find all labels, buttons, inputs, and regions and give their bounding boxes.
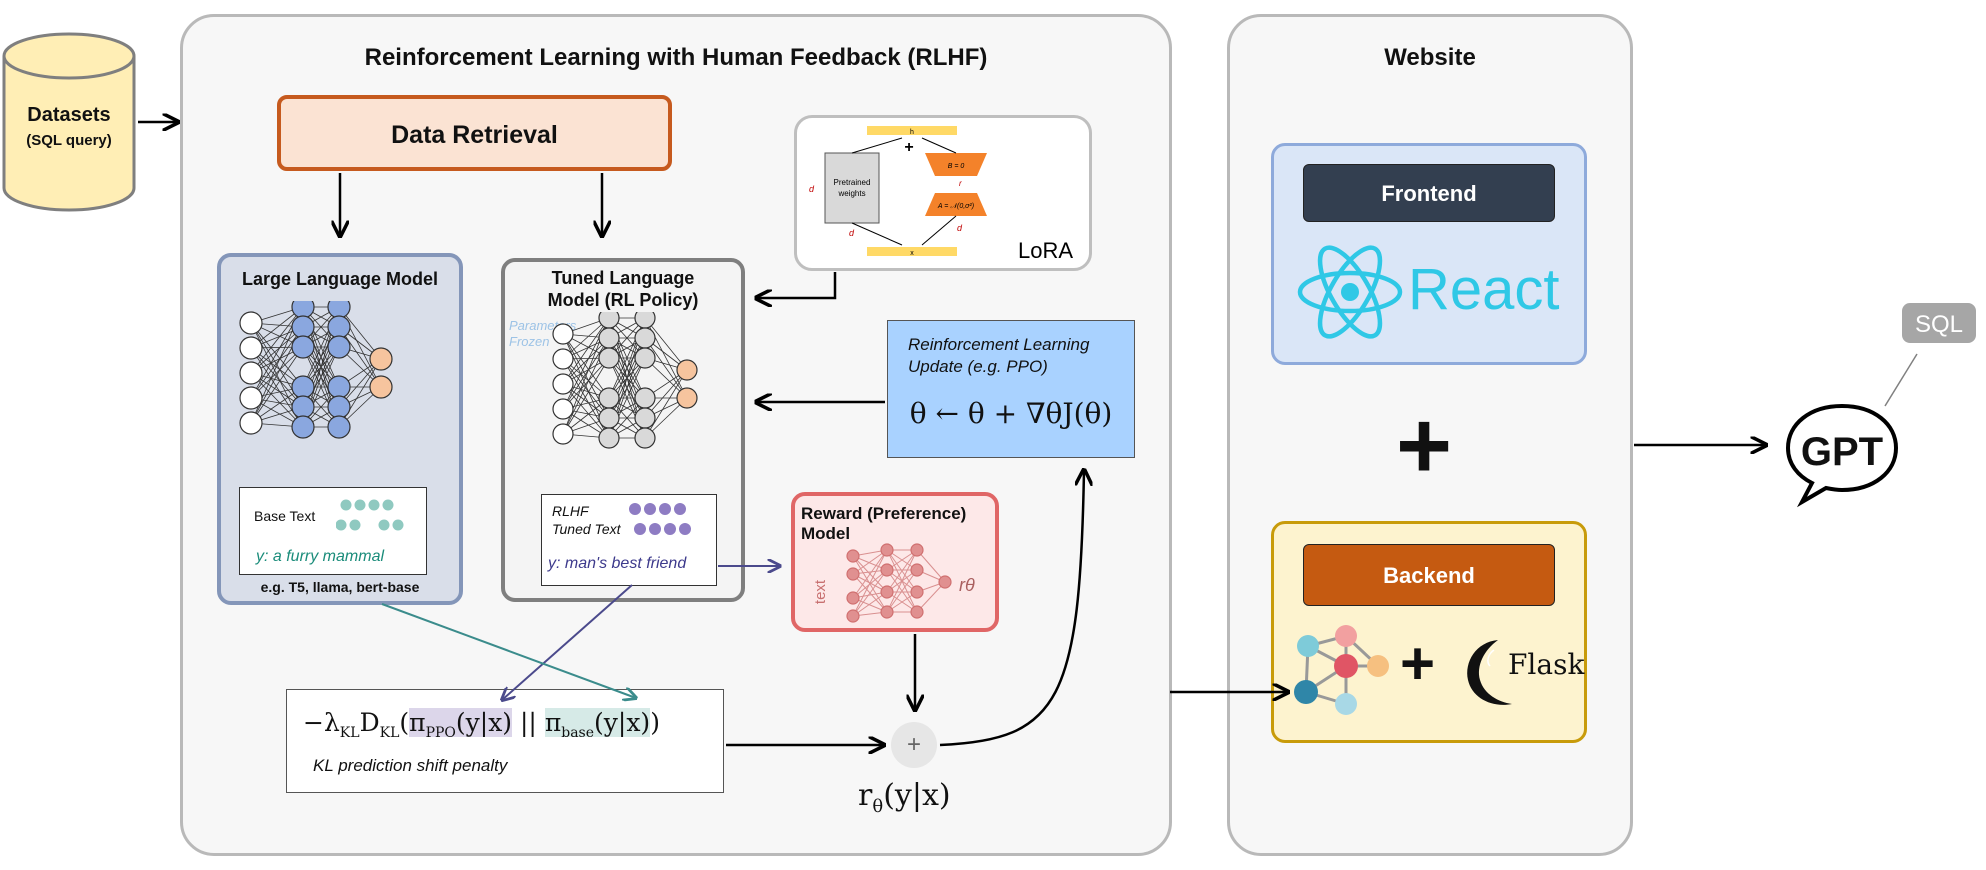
kl-penalty-box: −λKLDKL(πPPO(y|x) || πbase(y|x)) KL pred…: [286, 689, 724, 793]
datasets-cylinder: Datasets (SQL query): [0, 30, 138, 214]
rlhf-title: Reinforcement Learning with Human Feedba…: [364, 44, 988, 71]
tuned-param-2: Frozen: [509, 334, 550, 349]
llm-examples: e.g. T5, llama, bert-base: [260, 579, 420, 595]
tuned-token-icons: [629, 503, 691, 535]
llm-y-text: y: a furry mammal: [256, 548, 385, 565]
tuned-network-icon: [552, 312, 698, 449]
flask-label: Flask: [1508, 648, 1585, 681]
frontend-box: Frontend React: [1271, 143, 1587, 365]
frontend-label-box: Frontend: [1303, 164, 1555, 222]
reward-model-box: Reward (Preference) Model text rθ: [791, 492, 999, 632]
llm-base-text: Base Text: [254, 508, 316, 524]
sum-plus: +: [906, 731, 921, 758]
tuned-title-2: Model (RL Policy): [547, 290, 699, 310]
datasets-title: Datasets: [27, 104, 111, 126]
llm-box: Large Language Model Base Text y: a furr…: [217, 253, 463, 605]
llm-output-box: Base Text y: a furry mammal: [239, 487, 427, 575]
backend-box: Backend + Flask: [1271, 521, 1587, 743]
sql-label: SQL: [1914, 311, 1964, 338]
llm-network-icon: [239, 301, 393, 439]
react-label: React: [1408, 257, 1560, 322]
rl-update-formula: θ ← θ + ∇θJ(θ): [909, 397, 1113, 430]
tuned-title-1: Tuned Language: [551, 268, 695, 288]
lora-pretrained-2: weights: [837, 189, 865, 198]
lora-label: LoRA: [1018, 238, 1073, 263]
lora-bottom-x: x: [910, 250, 914, 257]
tuned-output-box: RLHF Tuned Text y: man's best friend: [541, 494, 717, 586]
website-plus: +: [1396, 392, 1453, 499]
cylinder-shape: [2, 32, 136, 212]
reward-network-icon: text rθ: [813, 543, 975, 623]
tuned-rlhf-label: RLHF: [552, 503, 589, 519]
flask-horn-icon: [1467, 640, 1512, 705]
lora-a-eq: A = 𝒩(0,σ²): [937, 203, 974, 210]
lora-dim-d2: d: [849, 228, 855, 238]
sum-node: +: [891, 722, 937, 768]
react-logo-icon: [1297, 245, 1403, 339]
lora-b-eq: B = 0: [948, 163, 965, 170]
llm-title: Large Language Model: [241, 269, 439, 289]
kl-caption: KL prediction shift penalty: [313, 756, 508, 775]
tuned-y-text: y: man's best friend: [548, 555, 687, 572]
gpt-label: GPT: [1800, 430, 1884, 474]
website-title: Website: [1384, 44, 1476, 71]
gpt-speech-bubble-icon: [1785, 403, 1899, 508]
lora-top-h: h: [910, 129, 914, 136]
backend-plus: +: [1400, 630, 1436, 697]
reward-output-label: rθ(y|x): [858, 778, 951, 817]
sql-badge: SQL: [1902, 303, 1976, 343]
lora-box: h x Pretrained weights d d B = 0 A = 𝒩(0…: [794, 115, 1092, 271]
reward-title-2: Model: [801, 524, 851, 543]
backend-label-box: Backend: [1303, 544, 1555, 606]
frontend-label: Frontend: [1381, 181, 1477, 206]
rl-update-box: Reinforcement Learning Update (e.g. PPO)…: [887, 320, 1135, 458]
data-retrieval-box: Data Retrieval: [277, 95, 672, 171]
lora-diagram: h x Pretrained weights d d B = 0 A = 𝒩(0…: [809, 126, 1073, 263]
reward-r-label: rθ: [959, 575, 975, 595]
data-retrieval-label: Data Retrieval: [391, 121, 558, 149]
lora-dim-d3: d: [957, 223, 963, 233]
rl-update-line1: Reinforcement Learning: [908, 335, 1090, 354]
network-graph-icon: [1294, 625, 1389, 715]
datasets-subtitle: (SQL query): [26, 132, 112, 149]
rl-update-line2: Update (e.g. PPO): [908, 357, 1048, 376]
lora-pretrained-1: Pretrained: [834, 178, 871, 187]
reward-text-label: text: [813, 579, 829, 604]
backend-label: Backend: [1383, 563, 1475, 588]
lora-dim-r: r: [959, 179, 962, 188]
svg-text:+: +: [904, 139, 913, 156]
kl-formula: −λKLDKL(πPPO(y|x) || πbase(y|x)): [303, 708, 660, 741]
token-icons: [336, 499, 404, 531]
tuned-text-label: Tuned Text: [552, 521, 621, 537]
reward-title-1: Reward (Preference): [801, 504, 967, 523]
tuned-model-box: Tuned Language Model (RL Policy) Paramet…: [501, 258, 745, 602]
lora-dim-d1: d: [809, 184, 815, 194]
